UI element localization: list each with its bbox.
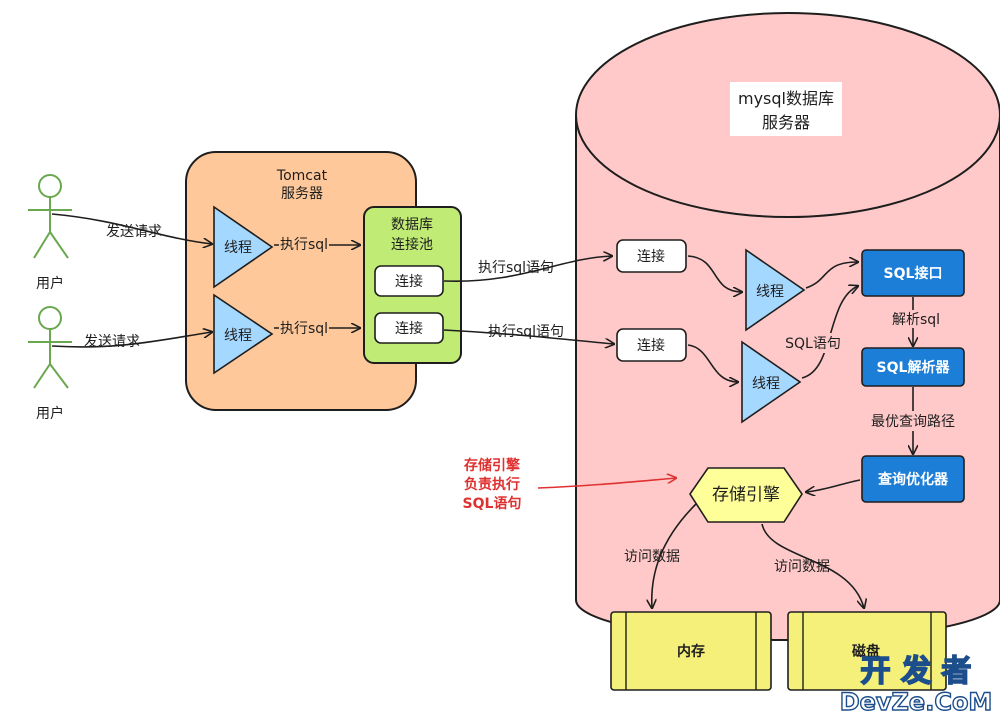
engine-to-disk-arrow — [761, 523, 864, 608]
memory-label: 内存 — [677, 643, 705, 660]
mysql-connection-2-label: 连接 — [637, 337, 665, 354]
mysql-thread-1 — [745, 248, 806, 332]
sql-parser-box — [861, 347, 965, 387]
query-optimizer-label: 查询优化器 — [878, 471, 949, 488]
optimizer-to-engine-arrow — [806, 479, 861, 492]
user-1-label: 用户 — [36, 275, 64, 292]
mysql-thread-2-label: 线程 — [752, 376, 780, 392]
disk-block — [787, 611, 947, 691]
user-2-request-label: 发送请求 — [84, 334, 140, 350]
pool-title-line1: 数据库 — [391, 217, 433, 233]
user-1-request-label: 发送请求 — [106, 224, 162, 240]
mysql-title-line2: 服务器 — [762, 113, 810, 132]
pool-connection-2 — [374, 312, 444, 344]
mysql-connection-2 — [616, 328, 687, 362]
mysql-title-line1: mysql数据库 — [738, 89, 834, 108]
exec-sql-statement-label-1: 执行sql语句 — [478, 260, 554, 276]
pool-connection-2-label: 连接 — [395, 320, 423, 337]
memory-block — [610, 611, 772, 691]
user-1-request-arrow — [51, 213, 212, 244]
note-line2: 负责执行 — [464, 476, 520, 493]
sql-parser-label: SQL解析器 — [877, 359, 951, 376]
mysql-connection-1-label: 连接 — [637, 248, 665, 265]
tomcat-thread-1-label: 线程 — [224, 240, 252, 256]
parse-sql-label-bg — [890, 310, 942, 328]
watermark-line2: DevZe.CoM — [840, 688, 993, 716]
tomcat-title-line2: 服务器 — [281, 186, 323, 202]
note-line1: 存储引擎 — [464, 457, 520, 474]
thread-to-sql-interface-arrow-1 — [805, 262, 858, 289]
engine-to-memory-arrow — [652, 503, 697, 608]
tomcat-thread-2-label: 线程 — [224, 328, 252, 344]
mysql-conn-to-thread-arrow-1 — [687, 255, 742, 292]
exec-sql-label-1: 执行sql — [280, 237, 328, 253]
access-data-left-label: 访问数据 — [624, 549, 680, 565]
pool-title-line2: 连接池 — [391, 236, 433, 253]
mysql-thread-2 — [741, 340, 802, 424]
pool-connection-1-label: 连接 — [395, 273, 423, 290]
mysql-thread-1-label: 线程 — [756, 284, 784, 300]
sql-statement-label: SQL语句 — [785, 336, 841, 352]
note-line3: SQL语句 — [463, 495, 522, 512]
user-2-request-arrow — [51, 332, 212, 348]
mysql-conn-to-thread-arrow-2 — [687, 344, 738, 382]
best-path-label-bg — [864, 411, 962, 431]
user-2-label: 用户 — [36, 405, 64, 422]
tomcat-title-line1: Tomcat — [276, 168, 328, 184]
exec-sql-label-2: 执行sql — [280, 321, 328, 337]
sql-interface-label: SQL接口 — [884, 265, 943, 282]
parse-sql-label: 解析sql — [892, 312, 940, 328]
sql-interface-box — [861, 249, 965, 297]
pool-to-mysql-arrow-1 — [443, 256, 612, 283]
note-arrow — [537, 478, 676, 489]
exec-sql-label-2-bg — [279, 318, 329, 338]
query-optimizer-box — [861, 455, 965, 503]
pool-to-mysql-arrow-2 — [443, 329, 614, 344]
user-figure-2 — [28, 306, 72, 389]
exec-sql-label-1-bg — [279, 234, 329, 254]
sql-statement-label-bg — [780, 333, 846, 353]
storage-engine-node — [689, 467, 803, 523]
watermark-line1: 开 发 者 — [861, 654, 972, 689]
best-path-label: 最优查询路径 — [871, 414, 955, 430]
tomcat-thread-2 — [213, 293, 274, 375]
exec-sql-statement-label-2: 执行sql语句 — [488, 324, 564, 340]
tomcat-thread-1 — [213, 205, 274, 289]
mysql-title-bg — [730, 82, 842, 136]
access-data-right-label: 访问数据 — [774, 559, 830, 575]
pool-connection-1 — [374, 265, 444, 297]
mysql-connection-1 — [616, 239, 687, 273]
disk-label: 磁盘 — [852, 643, 880, 660]
user-figure-1 — [28, 174, 72, 259]
devze-watermark: 开 发 者 DevZe.CoM — [839, 653, 993, 717]
storage-engine-label: 存储引擎 — [712, 485, 780, 505]
